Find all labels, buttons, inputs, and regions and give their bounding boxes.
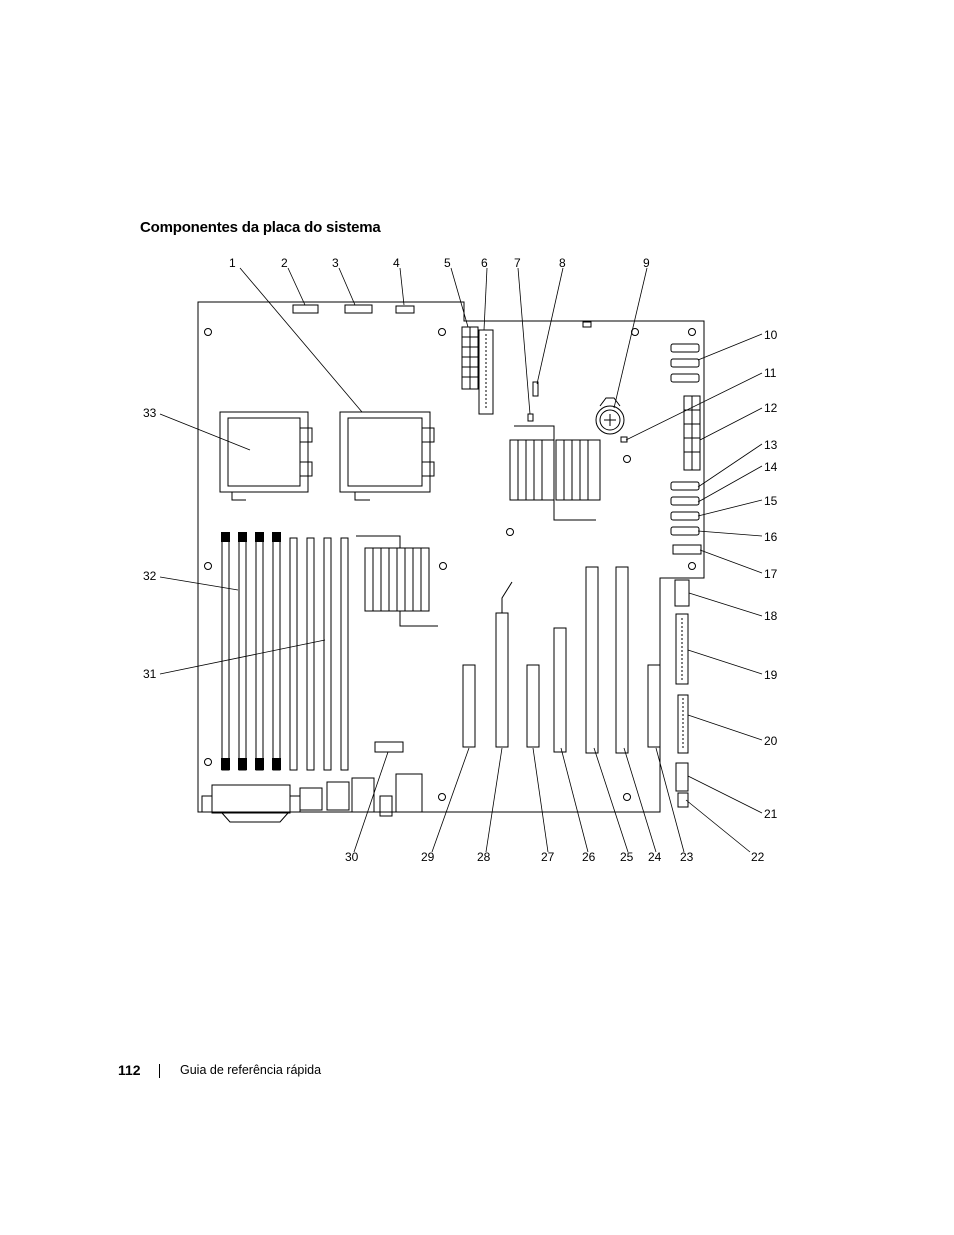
front-panel-21 (675, 762, 689, 792)
callout-10: 10 (764, 328, 778, 342)
ide-connector-19 (675, 613, 689, 685)
callout-28: 28 (477, 850, 491, 864)
callout-16: 16 (764, 530, 778, 544)
section-heading: Componentes da placa do sistema (140, 219, 381, 236)
footer-separator (159, 1064, 160, 1078)
sata-13 (670, 481, 700, 491)
heatsink-south (356, 535, 438, 627)
slot-24 (615, 566, 629, 754)
slot-28 (495, 581, 513, 748)
callout-17: 17 (764, 567, 778, 581)
callout-33: 33 (143, 406, 157, 420)
callout-24: 24 (648, 850, 662, 864)
connector-22 (677, 792, 689, 808)
sata-16 (670, 526, 700, 536)
page-number: 112 (118, 1062, 141, 1078)
connector-20 (677, 694, 689, 754)
heatsink-north (509, 425, 601, 521)
slot-23 (647, 664, 661, 748)
callout-2: 2 (281, 256, 288, 270)
callout-labels: 1 2 3 4 5 6 7 8 9 10 11 12 13 14 15 16 1… (143, 256, 778, 864)
footer-title: Guia de referência rápida (180, 1063, 322, 1077)
back-panel-io (201, 773, 423, 823)
slot-26 (553, 627, 567, 753)
callout-3: 3 (332, 256, 339, 270)
callout-11: 11 (764, 366, 777, 380)
callout-7: 7 (514, 256, 521, 270)
jumper-8 (532, 381, 539, 397)
processor-socket-33 (219, 411, 313, 501)
slot-25 (585, 566, 599, 754)
callout-26: 26 (582, 850, 596, 864)
connector-4 (395, 305, 415, 314)
callout-5: 5 (444, 256, 451, 270)
floppy-connector-6 (478, 329, 494, 415)
callout-18: 18 (764, 609, 778, 623)
mounting-holes (204, 328, 696, 801)
callout-13: 13 (764, 438, 778, 452)
jumper-11 (620, 436, 628, 443)
callout-30: 30 (345, 850, 359, 864)
callout-23: 23 (680, 850, 694, 864)
sata-15 (670, 511, 700, 521)
callout-31: 31 (143, 667, 157, 681)
callout-8: 8 (559, 256, 566, 270)
fan-connector-2 (292, 304, 319, 314)
callout-25: 25 (620, 850, 634, 864)
callout-14: 14 (764, 460, 778, 474)
power-connector-5 (461, 326, 479, 390)
callout-19: 19 (764, 668, 778, 682)
callout-21: 21 (764, 807, 778, 821)
slot-29 (462, 664, 476, 748)
callout-4: 4 (393, 256, 400, 270)
callout-20: 20 (764, 734, 778, 748)
processor-socket-1 (339, 411, 435, 501)
callout-27: 27 (541, 850, 555, 864)
connector-18 (674, 579, 690, 607)
fan-connector-17 (672, 544, 702, 555)
callout-6: 6 (481, 256, 488, 270)
battery-9 (595, 397, 625, 435)
fan-connector-30 (374, 741, 404, 753)
leader-lines (159, 267, 763, 853)
callout-1: 1 (229, 256, 236, 270)
callout-12: 12 (764, 401, 778, 415)
callout-29: 29 (421, 850, 435, 864)
callout-32: 32 (143, 569, 157, 583)
slot-27 (526, 664, 540, 748)
memory-slots (221, 537, 349, 771)
sata-14 (670, 496, 700, 506)
jumper-7 (527, 413, 534, 422)
sata-connectors-10 (670, 343, 700, 383)
memory-slot-latches (221, 532, 281, 770)
fan-connector-3 (344, 304, 373, 314)
main-power-12 (683, 395, 701, 471)
callout-9: 9 (643, 256, 650, 270)
callout-15: 15 (764, 494, 778, 508)
callout-22: 22 (751, 850, 765, 864)
